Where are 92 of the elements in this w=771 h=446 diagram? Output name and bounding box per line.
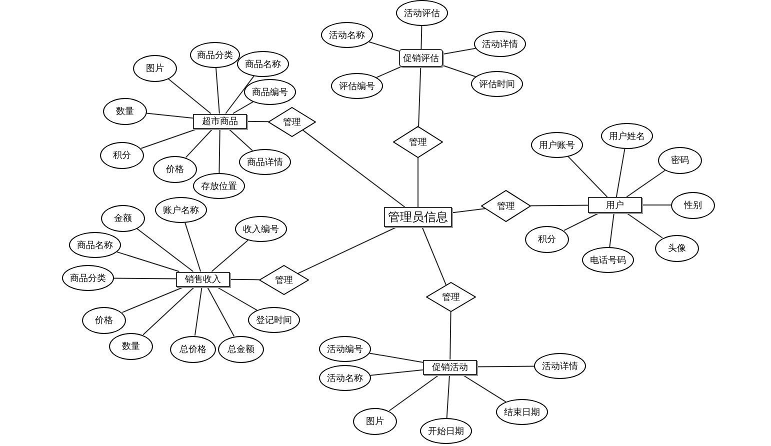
connector-line [246,120,270,122]
connector-line [369,352,424,363]
attribute-ellipse: 结束日期 [496,399,548,425]
entity-box: 超市商品 [193,114,247,128]
connector-line [302,130,406,208]
connector-line [450,311,452,360]
attribute-ellipse: 用户姓名 [601,123,653,149]
attribute-ellipse: 数量 [109,332,153,360]
relationship-diamond: 管理 [259,265,309,295]
attribute-ellipse: 商品详情 [239,149,291,175]
relationship-diamond: 管理 [481,190,531,222]
connector-line [232,101,254,114]
connector-line [462,374,506,402]
attribute-ellipse: 商品名称 [69,232,121,258]
attribute-ellipse: 商品分类 [62,265,114,291]
attribute-ellipse: 头像 [655,234,699,262]
attribute-ellipse: 金额 [101,204,145,232]
connector-line [418,66,422,127]
connector-line [568,156,608,198]
attribute-ellipse: 收入编号 [235,216,287,242]
connector-line [225,76,254,114]
attribute-ellipse: 活动评估 [396,0,448,26]
attribute-ellipse: 活动详情 [534,353,586,379]
connector-line [616,148,626,198]
connector-line [116,251,180,272]
connector-line [142,286,196,336]
attribute-ellipse: 积分 [100,142,144,168]
attribute-ellipse: 账户名称 [155,197,207,223]
connector-line [218,128,220,174]
connector-line [420,26,422,50]
attribute-ellipse: 电话号码 [582,247,634,273]
attribute-ellipse: 总金额 [218,336,264,362]
attribute-ellipse: 评估时间 [471,71,523,97]
connector-line [626,212,663,238]
attribute-ellipse: 活动编号 [319,336,371,362]
connector-line [228,128,253,152]
attribute-ellipse: 图片 [353,408,397,434]
connector-line [388,374,440,412]
connector-line [422,226,447,286]
entity-box: 促销活动 [423,360,477,374]
connector-line [368,41,400,52]
attribute-ellipse: 积分 [525,226,569,252]
entity-box: 管理员信息 [384,207,452,227]
connector-line [442,48,476,55]
connector-line [376,66,401,78]
connector-line [114,278,176,280]
connector-line [626,170,666,198]
attribute-ellipse: 开始日期 [420,418,472,444]
connector-line [642,204,672,206]
connector-line [446,374,450,418]
attribute-ellipse: 数量 [103,98,147,124]
attribute-ellipse: 商品编号 [244,79,296,105]
connector-line [211,240,248,272]
attribute-ellipse: 活动名称 [319,365,371,391]
attribute-ellipse: 价格 [153,156,197,182]
connector-line [216,286,258,311]
entity-box: 销售收入 [176,272,230,286]
entity-box: 用户 [588,197,642,213]
relationship-diamond: 管理 [268,107,316,137]
connector-line [298,226,398,274]
attribute-ellipse: 活动名称 [321,22,373,48]
connector-line [370,369,424,376]
connector-line [185,128,214,158]
connector-line [564,212,600,231]
attribute-ellipse: 图片 [133,54,177,82]
connector-line [442,65,476,78]
attribute-ellipse: 密码 [658,146,702,174]
attribute-ellipse: 评估编号 [331,73,383,99]
connector-line [206,286,235,337]
relationship-diamond: 管理 [426,282,476,312]
connector-line [146,112,194,119]
attribute-ellipse: 用户账号 [531,132,583,158]
attribute-ellipse: 商品名称 [237,51,289,77]
attribute-ellipse: 登记时间 [248,307,300,333]
connector-line [168,78,212,114]
attribute-ellipse: 活动详情 [474,31,526,57]
entity-box: 促销评估 [399,49,443,67]
connector-line [136,228,194,272]
attribute-ellipse: 商品分类 [190,42,240,68]
connector-line [230,278,260,280]
connector-line [530,204,588,206]
attribute-ellipse: 价格 [82,306,126,334]
attribute-ellipse: 总价格 [170,336,216,362]
attribute-ellipse: 性别 [671,192,715,218]
connector-line [184,222,202,272]
connector-line [194,286,202,336]
attribute-ellipse: 存放位置 [193,173,245,199]
connector-line [476,366,534,368]
connector-line [609,212,614,248]
relationship-diamond: 管理 [393,126,443,158]
connector-line [215,68,220,114]
connector-line [452,208,486,214]
